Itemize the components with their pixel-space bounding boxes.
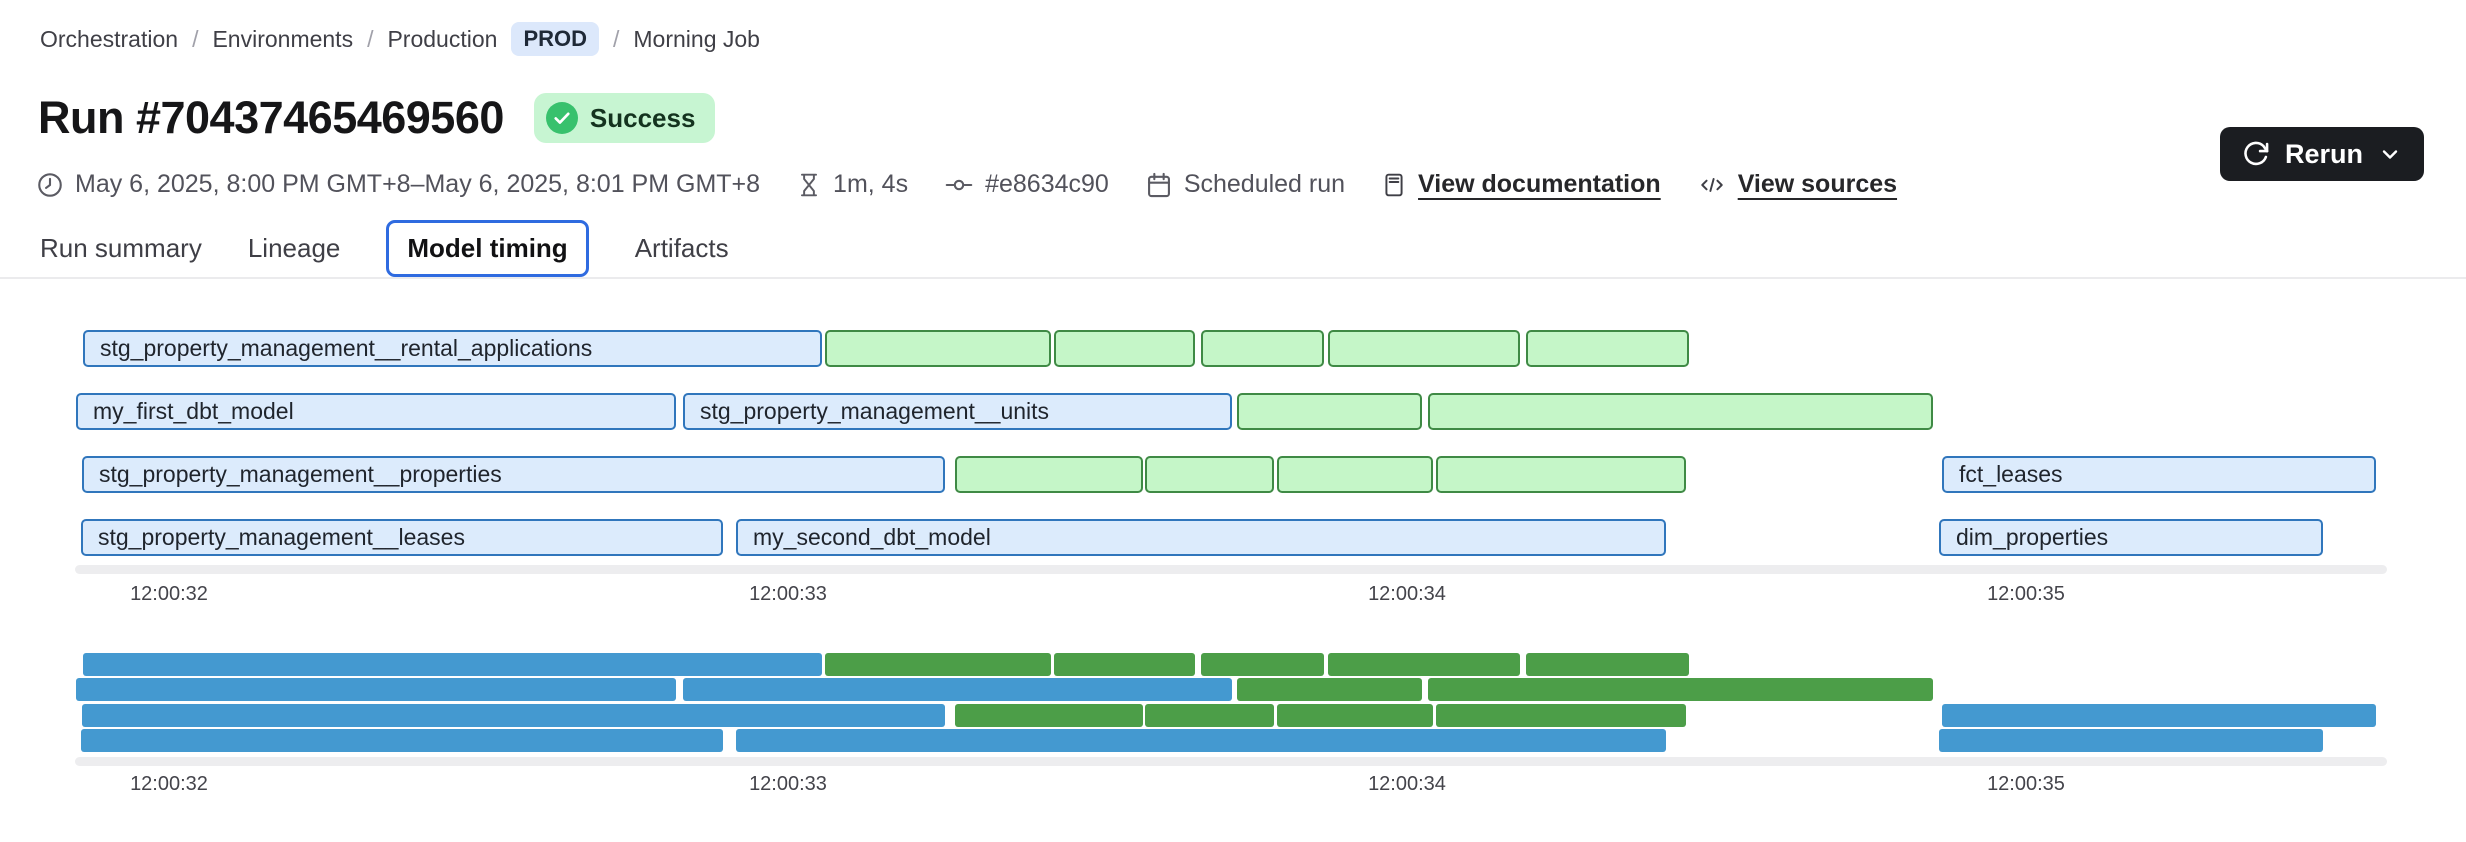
gantt-axis-tick: 12:00:34 [1368, 583, 1446, 605]
minimap-bar [1939, 729, 2323, 752]
minimap-bar [1277, 704, 1433, 727]
view-documentation-link[interactable]: View documentation [1418, 170, 1661, 198]
title-row: Run #70437465469560 Success [38, 92, 716, 144]
gantt-axis-tick: 12:00:32 [130, 583, 208, 605]
timeline-bar-label: my_second_dbt_model [753, 524, 991, 550]
minimap-bar [1436, 704, 1686, 727]
minimap-bar [955, 704, 1143, 727]
documentation-icon [1381, 171, 1407, 199]
timeline-bar[interactable] [1237, 393, 1422, 430]
chevron-down-icon [2378, 142, 2402, 166]
success-check-icon [545, 102, 578, 134]
timeline-bar[interactable]: stg_property_management__leases [81, 519, 723, 556]
timeline-bar[interactable] [1328, 330, 1520, 367]
timeline-bar[interactable]: my_first_dbt_model [76, 393, 676, 430]
code-icon [1697, 172, 1727, 198]
breadcrumb-separator: / [613, 25, 620, 52]
minimap-axis-tick: 12:00:34 [1368, 773, 1446, 795]
breadcrumb: Orchestration / Environments / Productio… [40, 22, 760, 56]
breadcrumb-environments[interactable]: Environments [212, 25, 354, 52]
run-time-range: May 6, 2025, 8:00 PM GMT+8–May 6, 2025, … [36, 170, 760, 199]
timeline-bar[interactable]: my_second_dbt_model [736, 519, 1666, 556]
timeline-bar-label: fct_leases [1959, 461, 2063, 487]
calendar-icon [1145, 171, 1173, 199]
timeline-bar[interactable] [1201, 330, 1324, 367]
breadcrumb-separator: / [367, 25, 374, 52]
timeline-bar[interactable]: fct_leases [1942, 456, 2376, 493]
tab-lineage[interactable]: Lineage [247, 232, 341, 263]
timeline-bar[interactable]: stg_property_management__units [683, 393, 1232, 430]
tab-model-timing[interactable]: Model timing [386, 219, 589, 277]
commit-sha: #e8634c90 [944, 170, 1109, 199]
timeline-bar-label: stg_property_management__properties [99, 461, 502, 487]
minimap-bar [1145, 704, 1274, 727]
timeline-bar[interactable] [1054, 330, 1195, 367]
refresh-icon [2242, 140, 2270, 168]
gantt-scrollbar-track[interactable] [75, 565, 2387, 574]
run-trigger-text: Scheduled run [1183, 170, 1346, 198]
timeline-bar[interactable]: stg_property_management__rental_applicat… [83, 330, 822, 367]
minimap-bar [82, 704, 945, 727]
minimap-bar [1054, 653, 1195, 676]
minimap-axis-tick: 12:00:32 [130, 773, 208, 795]
run-tabs: Run summary Lineage Model timing Artifac… [40, 219, 729, 277]
rerun-button-label: Rerun [2284, 138, 2363, 169]
status-badge-label: Success [589, 102, 696, 133]
breadcrumb-separator: / [192, 25, 199, 52]
view-documentation-link-item: View documentation [1381, 170, 1661, 199]
run-duration: 1m, 4s [796, 170, 908, 199]
timeline-bar-label: dim_properties [1956, 524, 2109, 550]
minimap-bar [1526, 653, 1689, 676]
timeline-bar-label: stg_property_management__rental_applicat… [100, 335, 593, 361]
minimap-bar [83, 653, 822, 676]
gantt-axis-tick: 12:00:33 [749, 583, 827, 605]
minimap-axis-tick: 12:00:35 [1987, 773, 2065, 795]
commit-sha-text: #e8634c90 [985, 170, 1109, 198]
tabs-divider [0, 277, 2466, 279]
timeline-bar-label: my_first_dbt_model [93, 398, 294, 424]
tab-artifacts[interactable]: Artifacts [634, 232, 729, 263]
run-trigger: Scheduled run [1145, 170, 1345, 199]
run-time-range-text: May 6, 2025, 8:00 PM GMT+8–May 6, 2025, … [75, 170, 761, 198]
minimap-bar [736, 729, 1666, 752]
page-title: Run #70437465469560 [38, 92, 504, 143]
environment-badge: PROD [511, 22, 599, 56]
view-sources-link-item: View sources [1697, 170, 1897, 199]
minimap-bar [683, 678, 1232, 701]
clock-icon [36, 171, 64, 199]
breadcrumb-production[interactable]: Production [387, 25, 498, 52]
minimap-bar [825, 653, 1051, 676]
breadcrumb-orchestration[interactable]: Orchestration [40, 25, 179, 52]
minimap-bar [81, 729, 723, 752]
timeline-bar-label: stg_property_management__units [700, 398, 1050, 424]
timeline-bar[interactable] [955, 456, 1143, 493]
tab-run-summary[interactable]: Run summary [40, 232, 202, 263]
minimap-bar [1428, 678, 1933, 701]
minimap-scrollbar-track[interactable] [75, 757, 2387, 766]
minimap-bar [76, 678, 676, 701]
view-sources-link[interactable]: View sources [1737, 170, 1898, 198]
minimap-bar [1328, 653, 1520, 676]
commit-icon [944, 171, 974, 199]
timeline-bar[interactable] [825, 330, 1051, 367]
run-meta-row: May 6, 2025, 8:00 PM GMT+8–May 6, 2025, … [36, 170, 1897, 199]
timeline-bar[interactable] [1145, 456, 1274, 493]
breadcrumb-morning-job[interactable]: Morning Job [633, 25, 760, 52]
minimap-bar [1237, 678, 1422, 701]
hourglass-icon [796, 171, 822, 199]
gantt-axis-tick: 12:00:35 [1987, 583, 2065, 605]
minimap-axis-tick: 12:00:33 [749, 773, 827, 795]
timeline-bar[interactable] [1436, 456, 1686, 493]
timeline-bar[interactable] [1277, 456, 1433, 493]
timeline-bar[interactable] [1526, 330, 1689, 367]
minimap-bar [1942, 704, 2376, 727]
timeline-bar-label: stg_property_management__leases [98, 524, 465, 550]
timeline-bar[interactable]: stg_property_management__properties [82, 456, 945, 493]
rerun-button[interactable]: Rerun [2219, 127, 2424, 181]
timeline-bar[interactable]: dim_properties [1939, 519, 2323, 556]
timeline-bar[interactable] [1428, 393, 1933, 430]
status-badge: Success [533, 93, 716, 143]
run-duration-text: 1m, 4s [833, 170, 909, 198]
minimap-bar [1201, 653, 1324, 676]
